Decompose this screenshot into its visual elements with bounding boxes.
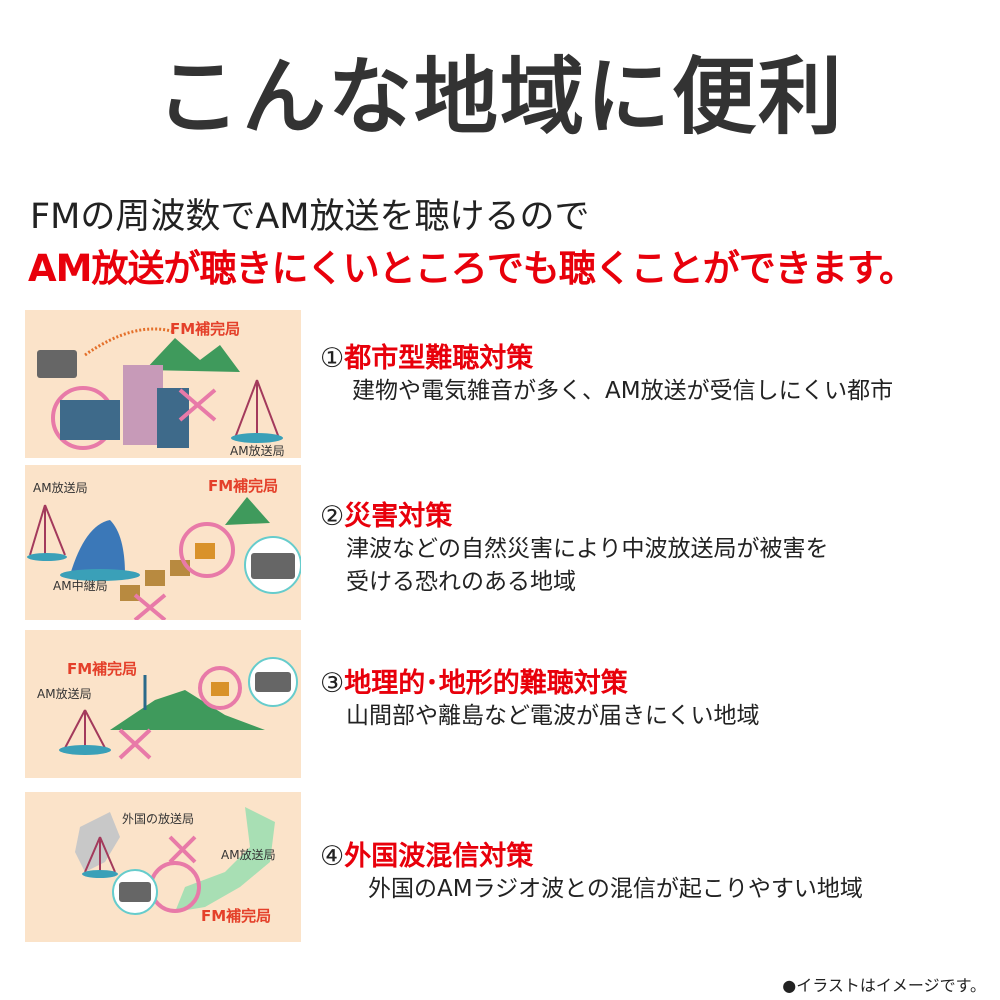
fm-station-label: FM補完局 xyxy=(208,477,279,495)
item-desc: 津波などの自然災害により中波放送局が被害を xyxy=(346,536,829,562)
subtitle-line1: FMの周波数でAM放送を聴けるので xyxy=(30,197,590,237)
item-number: ③ xyxy=(320,668,345,699)
item-heading: 都市型難聴対策 xyxy=(344,343,534,374)
page-title: こんな地域に便利 xyxy=(155,48,844,146)
item-number: ④ xyxy=(320,841,345,872)
am-station-label: AM放送局 xyxy=(221,848,276,862)
fm-station-label: FM補完局 xyxy=(67,660,138,678)
fm-station-label: FM補完局 xyxy=(170,320,241,338)
illustration-disaster: AM放送局 FM補完局 AM中継局 xyxy=(25,465,301,620)
am-station-label: AM放送局 xyxy=(37,687,92,701)
fm-station-label: FM補完局 xyxy=(201,907,272,925)
item-number: ① xyxy=(320,343,345,374)
item-disaster: ②災害対策 津波などの自然災害により中波放送局が被害を 受ける恐れのある地域 xyxy=(320,494,829,599)
foreign-station-label: 外国の放送局 xyxy=(122,812,195,826)
subtitle-line2: AM放送が聴きにくいところでも聴くことができます。 xyxy=(28,247,916,290)
am-relay-label: AM中継局 xyxy=(53,579,108,593)
item-terrain: ③地理的･地形的難聴対策 山間部や離島など電波が届きにくい地域 xyxy=(320,661,760,733)
illustration-note: ●イラストはイメージです。 xyxy=(782,976,986,995)
illustration-urban: FM補完局 AM放送局 xyxy=(25,310,301,458)
am-station-label: AM放送局 xyxy=(230,444,285,458)
item-foreign: ④外国波混信対策 外国のAMラジオ波との混信が起こりやすい地域 xyxy=(320,834,863,906)
am-station-label: AM放送局 xyxy=(33,481,88,495)
item-urban: ①都市型難聴対策 建物や電気雑音が多く、AM放送が受信しにくい都市 xyxy=(320,336,893,408)
item-desc: 外国のAMラジオ波との混信が起こりやすい地域 xyxy=(368,876,863,902)
illustration-terrain: FM補完局 AM放送局 xyxy=(25,630,301,778)
item-desc: 受ける恐れのある地域 xyxy=(346,569,576,595)
item-heading: 外国波混信対策 xyxy=(344,841,534,872)
item-desc: 山間部や離島など電波が届きにくい地域 xyxy=(346,703,760,729)
item-heading: 災害対策 xyxy=(344,501,453,532)
item-heading: 地理的･地形的難聴対策 xyxy=(344,668,628,699)
item-desc: 建物や電気雑音が多く、AM放送が受信しにくい都市 xyxy=(352,378,894,404)
item-number: ② xyxy=(320,501,345,532)
illustration-foreign: 外国の放送局 AM放送局 FM補完局 xyxy=(25,792,301,942)
